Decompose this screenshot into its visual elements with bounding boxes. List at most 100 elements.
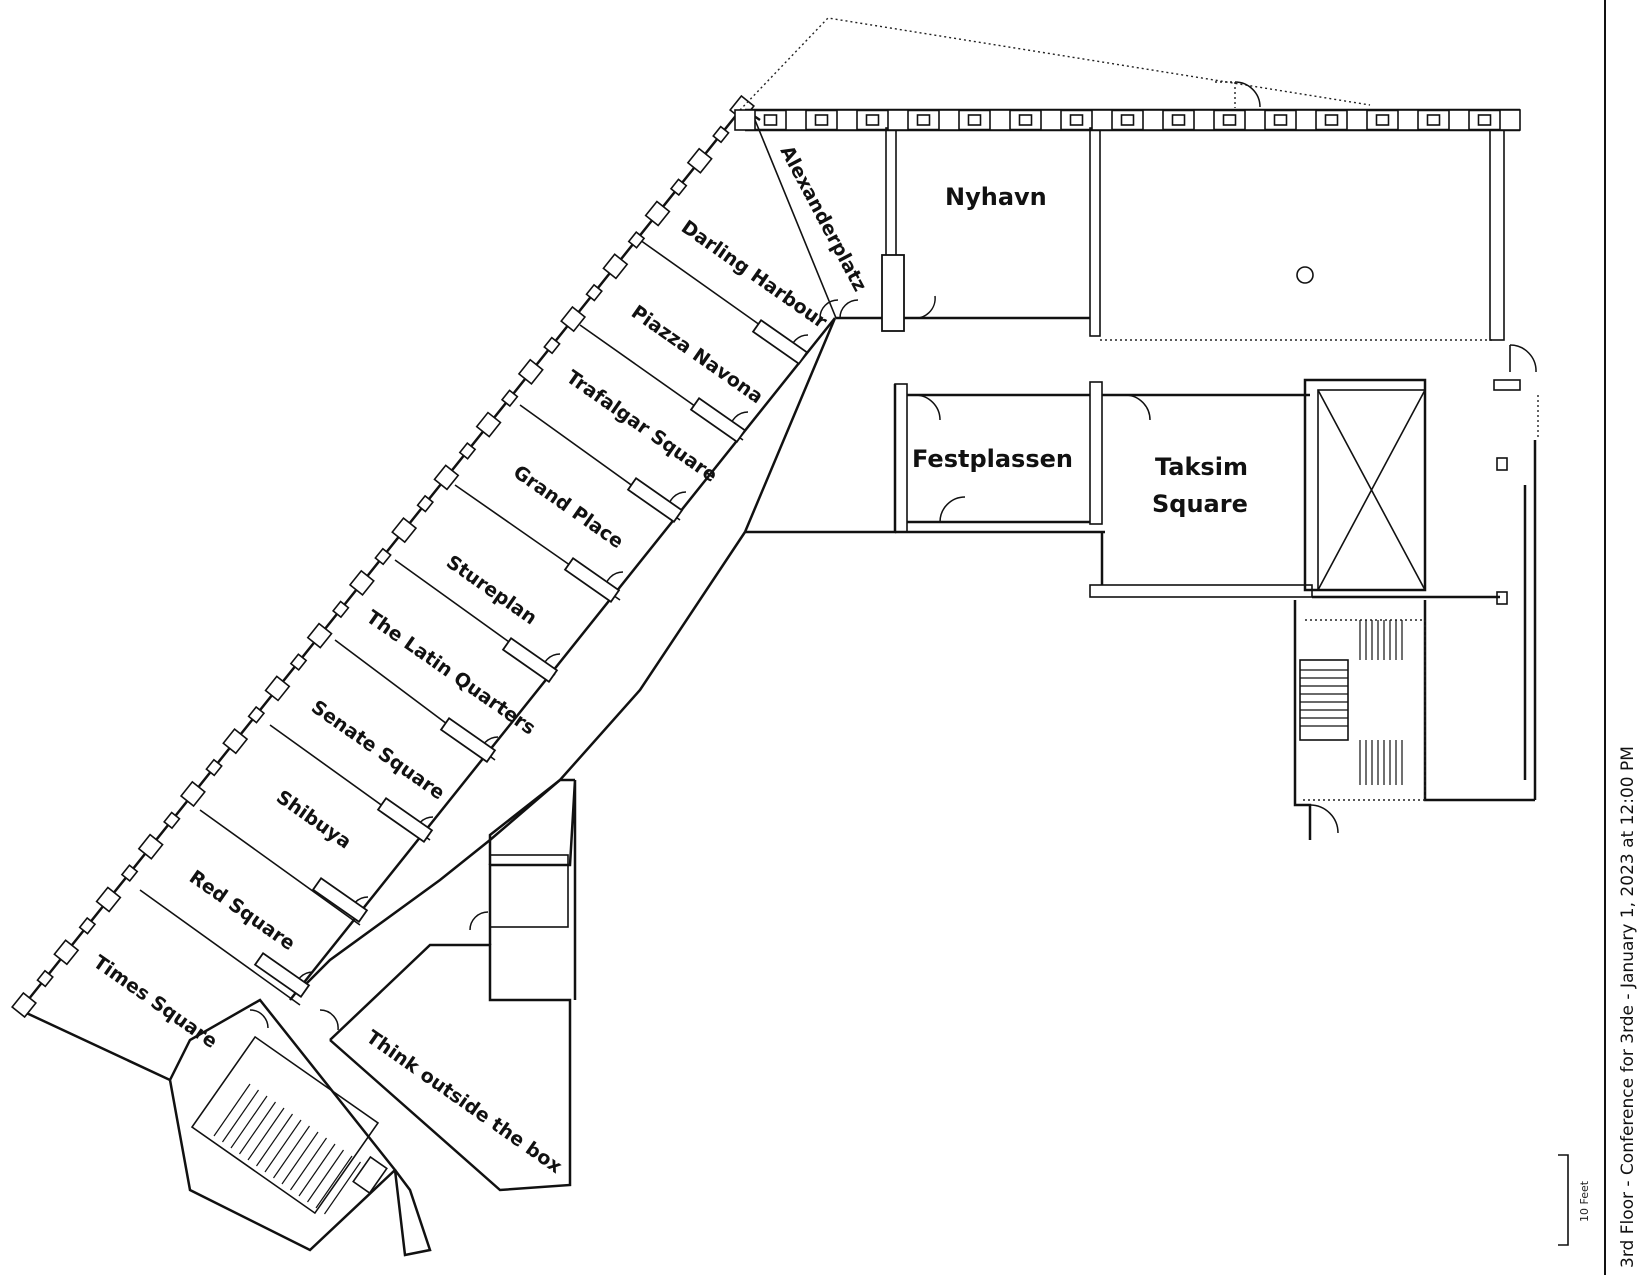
stair-tread bbox=[239, 1101, 276, 1155]
room-red-square: Red Square bbox=[185, 866, 299, 955]
window-mullion bbox=[1375, 114, 1390, 126]
door-jamb bbox=[439, 716, 497, 764]
window-mullion bbox=[1499, 109, 1521, 131]
door-jamb bbox=[626, 476, 684, 524]
stair-tread bbox=[213, 1083, 251, 1137]
window-mullion bbox=[1346, 109, 1368, 131]
window-mullion bbox=[836, 109, 858, 131]
window-mullion bbox=[1324, 114, 1339, 126]
room-darling-harbour: Darling Harbour bbox=[677, 216, 831, 333]
window-mullion bbox=[517, 358, 544, 385]
window-mullion bbox=[602, 253, 629, 280]
window-mullion bbox=[137, 833, 164, 860]
window-mullion bbox=[1040, 109, 1062, 131]
window-mullion bbox=[938, 109, 960, 131]
window-mullion bbox=[78, 916, 97, 935]
window-mullion bbox=[1142, 109, 1164, 131]
stairs-bottom-left bbox=[190, 1035, 388, 1215]
window-mullion bbox=[560, 305, 587, 333]
window-mullion bbox=[222, 728, 249, 755]
window-mullion bbox=[475, 411, 502, 438]
stair-tread bbox=[281, 1131, 319, 1185]
window-mullion bbox=[348, 569, 375, 597]
diagonal-jambs bbox=[253, 318, 809, 999]
window-mullion bbox=[1477, 114, 1492, 126]
window-mullion bbox=[331, 600, 350, 619]
window-mullion bbox=[95, 886, 122, 913]
stair-tread bbox=[273, 1125, 310, 1179]
door-jamb bbox=[253, 951, 311, 999]
plan-title: 3rd Floor - Conference for 3rde - Januar… bbox=[1618, 746, 1638, 1268]
window-mullion bbox=[36, 969, 54, 988]
window-mullion bbox=[814, 114, 829, 126]
room-alexanderplatz: Alexanderplatz bbox=[776, 142, 871, 295]
room-senate-square: Senate Square bbox=[307, 696, 449, 804]
window-mullion bbox=[887, 109, 909, 131]
window-mullion bbox=[1273, 114, 1288, 126]
window-mullion bbox=[264, 675, 291, 702]
window-mullion bbox=[416, 494, 435, 513]
stair-tread bbox=[264, 1119, 302, 1173]
room-times-square: Times Square bbox=[89, 951, 221, 1053]
window-mullion bbox=[306, 622, 333, 649]
scale-bar: 10 Feet bbox=[1558, 1154, 1591, 1246]
room-stureplan: Stureplan bbox=[442, 551, 541, 629]
door-jamb bbox=[501, 636, 559, 684]
window-mullion bbox=[1222, 114, 1237, 126]
scale-label: 10 Feet bbox=[1578, 1180, 1591, 1222]
window-mullion bbox=[712, 125, 730, 144]
room-think-outside-the-box: Think outside the box bbox=[362, 1026, 566, 1178]
window-mullion bbox=[205, 758, 223, 777]
window-mullion bbox=[989, 109, 1011, 131]
door-jamb bbox=[689, 396, 747, 444]
stair-tread bbox=[247, 1107, 285, 1161]
window-mullion bbox=[785, 109, 807, 131]
window-mullion bbox=[734, 109, 756, 131]
window-mullion bbox=[247, 705, 266, 724]
window-mullion bbox=[644, 200, 671, 227]
room-nyhavn: Nyhavn bbox=[945, 183, 1047, 211]
stair-tread bbox=[290, 1137, 327, 1191]
top-windows bbox=[734, 109, 1521, 131]
stair-tread bbox=[324, 1161, 361, 1215]
stair-tread bbox=[307, 1149, 344, 1203]
room-labels: Alexanderplatz Darling Harbour Piazza Na… bbox=[89, 142, 1248, 1178]
window-mullion bbox=[585, 283, 603, 302]
door-jamb bbox=[751, 318, 809, 366]
window-mullion bbox=[179, 780, 206, 808]
window-mullion bbox=[289, 653, 308, 671]
window-mullion bbox=[391, 516, 418, 544]
window-mullion bbox=[543, 336, 561, 355]
window-mullion bbox=[1069, 114, 1084, 126]
window-mullion bbox=[1244, 109, 1266, 131]
stair-tread bbox=[315, 1155, 353, 1209]
window-mullion bbox=[686, 147, 713, 174]
window-mullion bbox=[1448, 109, 1470, 131]
room-trafalgar-square: Trafalgar Square bbox=[562, 366, 721, 487]
window-mullion bbox=[1397, 109, 1419, 131]
top-wing-walls bbox=[739, 17, 1539, 840]
room-piazza-navona: Piazza Navona bbox=[627, 301, 767, 408]
stair-tread bbox=[256, 1113, 293, 1167]
window-mullion bbox=[916, 114, 931, 126]
window-mullion bbox=[627, 230, 646, 249]
door-jamb bbox=[563, 556, 621, 604]
stair-tread bbox=[222, 1089, 259, 1143]
window-mullion bbox=[1426, 114, 1441, 126]
room-shibuya: Shibuya bbox=[272, 786, 355, 853]
window-mullion bbox=[163, 811, 181, 830]
window-mullion bbox=[1120, 114, 1135, 126]
room-taksim-square-line1: Taksim bbox=[1155, 453, 1248, 481]
window-mullion bbox=[1018, 114, 1033, 126]
window-mullion bbox=[865, 114, 880, 126]
window-mullion bbox=[374, 547, 392, 566]
window-mullion bbox=[967, 114, 982, 126]
room-festplassen: Festplassen bbox=[912, 445, 1073, 473]
window-mullion bbox=[433, 464, 460, 491]
window-mullion bbox=[1171, 114, 1186, 126]
window-mullion bbox=[11, 991, 37, 1019]
room-taksim-square-line2: Square bbox=[1152, 490, 1248, 518]
window-mullion bbox=[669, 178, 688, 197]
door-jamb bbox=[311, 876, 369, 924]
